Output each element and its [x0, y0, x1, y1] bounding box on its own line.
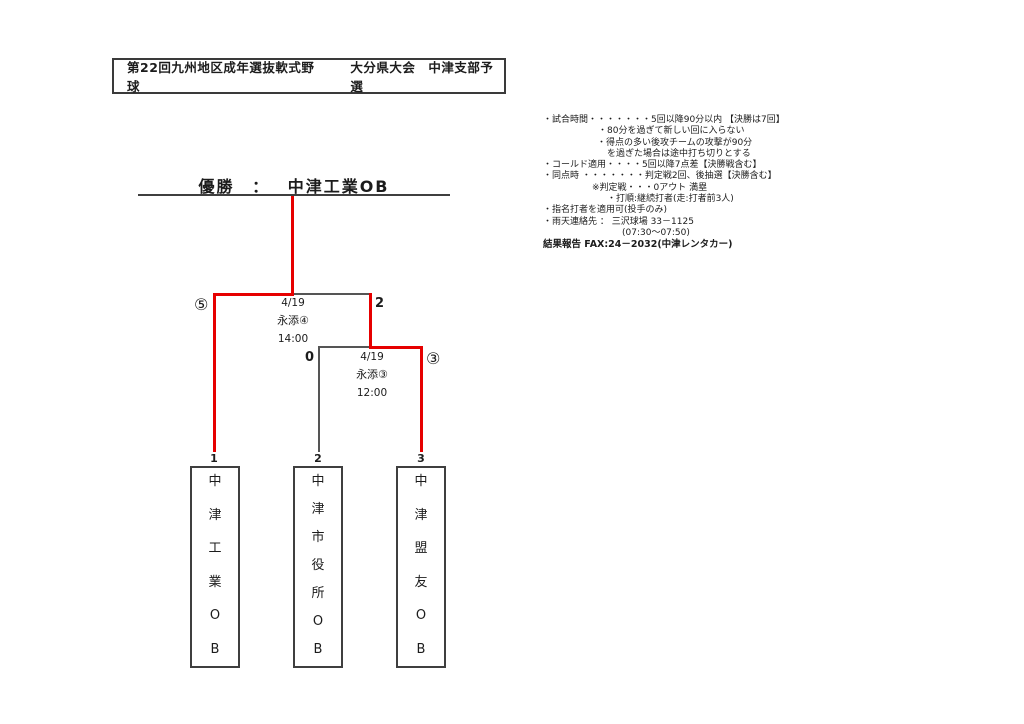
- tournament-title-box: 第22回九州地区成年選抜軟式野球 大分県大会 中津支部予選: [112, 58, 506, 94]
- semifinal-right-horizontal-line: [369, 346, 423, 349]
- semifinal-score-right: ③: [426, 349, 441, 368]
- champion-underline: [138, 194, 450, 196]
- team-name-char: 中: [311, 474, 325, 489]
- seed-number-1: 1: [210, 452, 218, 465]
- semifinal-venue: 永添③: [356, 368, 388, 381]
- team-name-char: B: [416, 641, 426, 657]
- team-name-char: 役: [311, 558, 325, 573]
- team-name-char: O: [209, 608, 221, 624]
- team-name-char: 市: [311, 530, 325, 545]
- team-name-char: 津: [414, 507, 428, 523]
- team-name-char: 業: [208, 574, 222, 590]
- champion-team: 中津工業OB: [287, 177, 390, 196]
- note-line: ・打順:継続打者(走:打者前3人): [607, 194, 734, 205]
- champion-row: 優勝 ： 中津工業OB: [138, 173, 450, 197]
- team-name-char: O: [415, 608, 427, 624]
- team-name-char: 盟: [414, 541, 428, 557]
- result-report-fax-line: 結果報告 FAX:24－2032(中津レンタカー): [543, 239, 733, 251]
- note-line: ・指名打者を適用可(投手のみ): [543, 205, 668, 216]
- semifinal-winner-vertical-line: [369, 293, 372, 349]
- champion-label: 優勝: [198, 177, 235, 196]
- team-name-char: 工: [208, 541, 222, 557]
- champion-separator: ：: [252, 177, 271, 196]
- team-box-nakatsu-kogyo-ob: 中津工業 O B: [190, 466, 240, 668]
- semifinal-score-left: 0: [305, 350, 315, 365]
- final-score-right: 2: [375, 296, 385, 311]
- tournament-title-main: 第22回九州地区成年選抜軟式野球: [127, 60, 315, 94]
- team-name-char: 中: [414, 474, 428, 489]
- note-line: ・同点時 ・・・・・・・判定戦2回、後抽選【決勝含む】: [543, 171, 777, 182]
- semifinal-time: 12:00: [356, 387, 388, 399]
- final-left-horizontal-line: [213, 293, 294, 296]
- final-score-left: ⑤: [194, 295, 209, 314]
- note-line: (07:30～07:50): [622, 227, 690, 238]
- team-name-char: 友: [414, 574, 428, 590]
- final-date: 4/19: [281, 297, 305, 309]
- tournament-title-sub: 大分県大会 中津支部予選: [350, 60, 494, 94]
- final-winner-vertical-line: [291, 196, 294, 295]
- note-line: ・得点の多い後攻チームの攻撃が90分: [597, 137, 753, 148]
- team1-vertical-line: [213, 293, 216, 452]
- final-venue: 永添④: [277, 314, 309, 327]
- note-line: を過ぎた場合は途中打ち切りとする: [607, 148, 751, 159]
- team-name-char: B: [313, 642, 323, 657]
- team-box-nakatsu-meiyu-ob: 中津盟友 O B: [396, 466, 446, 668]
- team-name-char: 津: [311, 502, 325, 517]
- team2-vertical-line: [318, 346, 320, 452]
- note-line: ※判定戦・・・0アウト 満塁: [592, 182, 708, 193]
- note-line: ・試合時間・・・・・・・5回以降90分以内 【決勝は7回】: [543, 115, 785, 125]
- final-right-horizontal-line: [294, 293, 372, 295]
- team-name-char: 所: [311, 586, 325, 601]
- seed-number-2: 2: [314, 452, 322, 465]
- semifinal-match-info: 4/19 永添③ 12:00: [332, 351, 412, 405]
- rules-notes: ・試合時間・・・・・・・5回以降90分以内 【決勝は7回】 ・80分を過ぎて新し…: [543, 115, 798, 251]
- team-name-char: 中: [208, 474, 222, 489]
- note-line: ・80分を過ぎて新しい回に入らない: [598, 126, 745, 137]
- note-line: ・コールド適用・・・・5回以降7点差【決勝戦含む】: [543, 160, 762, 171]
- final-match-info: 4/19 永添④ 14:00: [253, 297, 333, 351]
- final-time: 14:00: [277, 333, 309, 345]
- semifinal-date: 4/19: [360, 351, 384, 363]
- seed-number-3: 3: [417, 452, 425, 465]
- team-name-char: 津: [208, 507, 222, 523]
- team-name-char: B: [210, 641, 220, 657]
- semifinal-left-horizontal-line: [318, 346, 371, 348]
- team3-vertical-line: [420, 346, 423, 452]
- team-name-char: O: [312, 614, 324, 629]
- note-line: ・雨天連絡先 ： 三沢球場 33－1125: [543, 216, 694, 227]
